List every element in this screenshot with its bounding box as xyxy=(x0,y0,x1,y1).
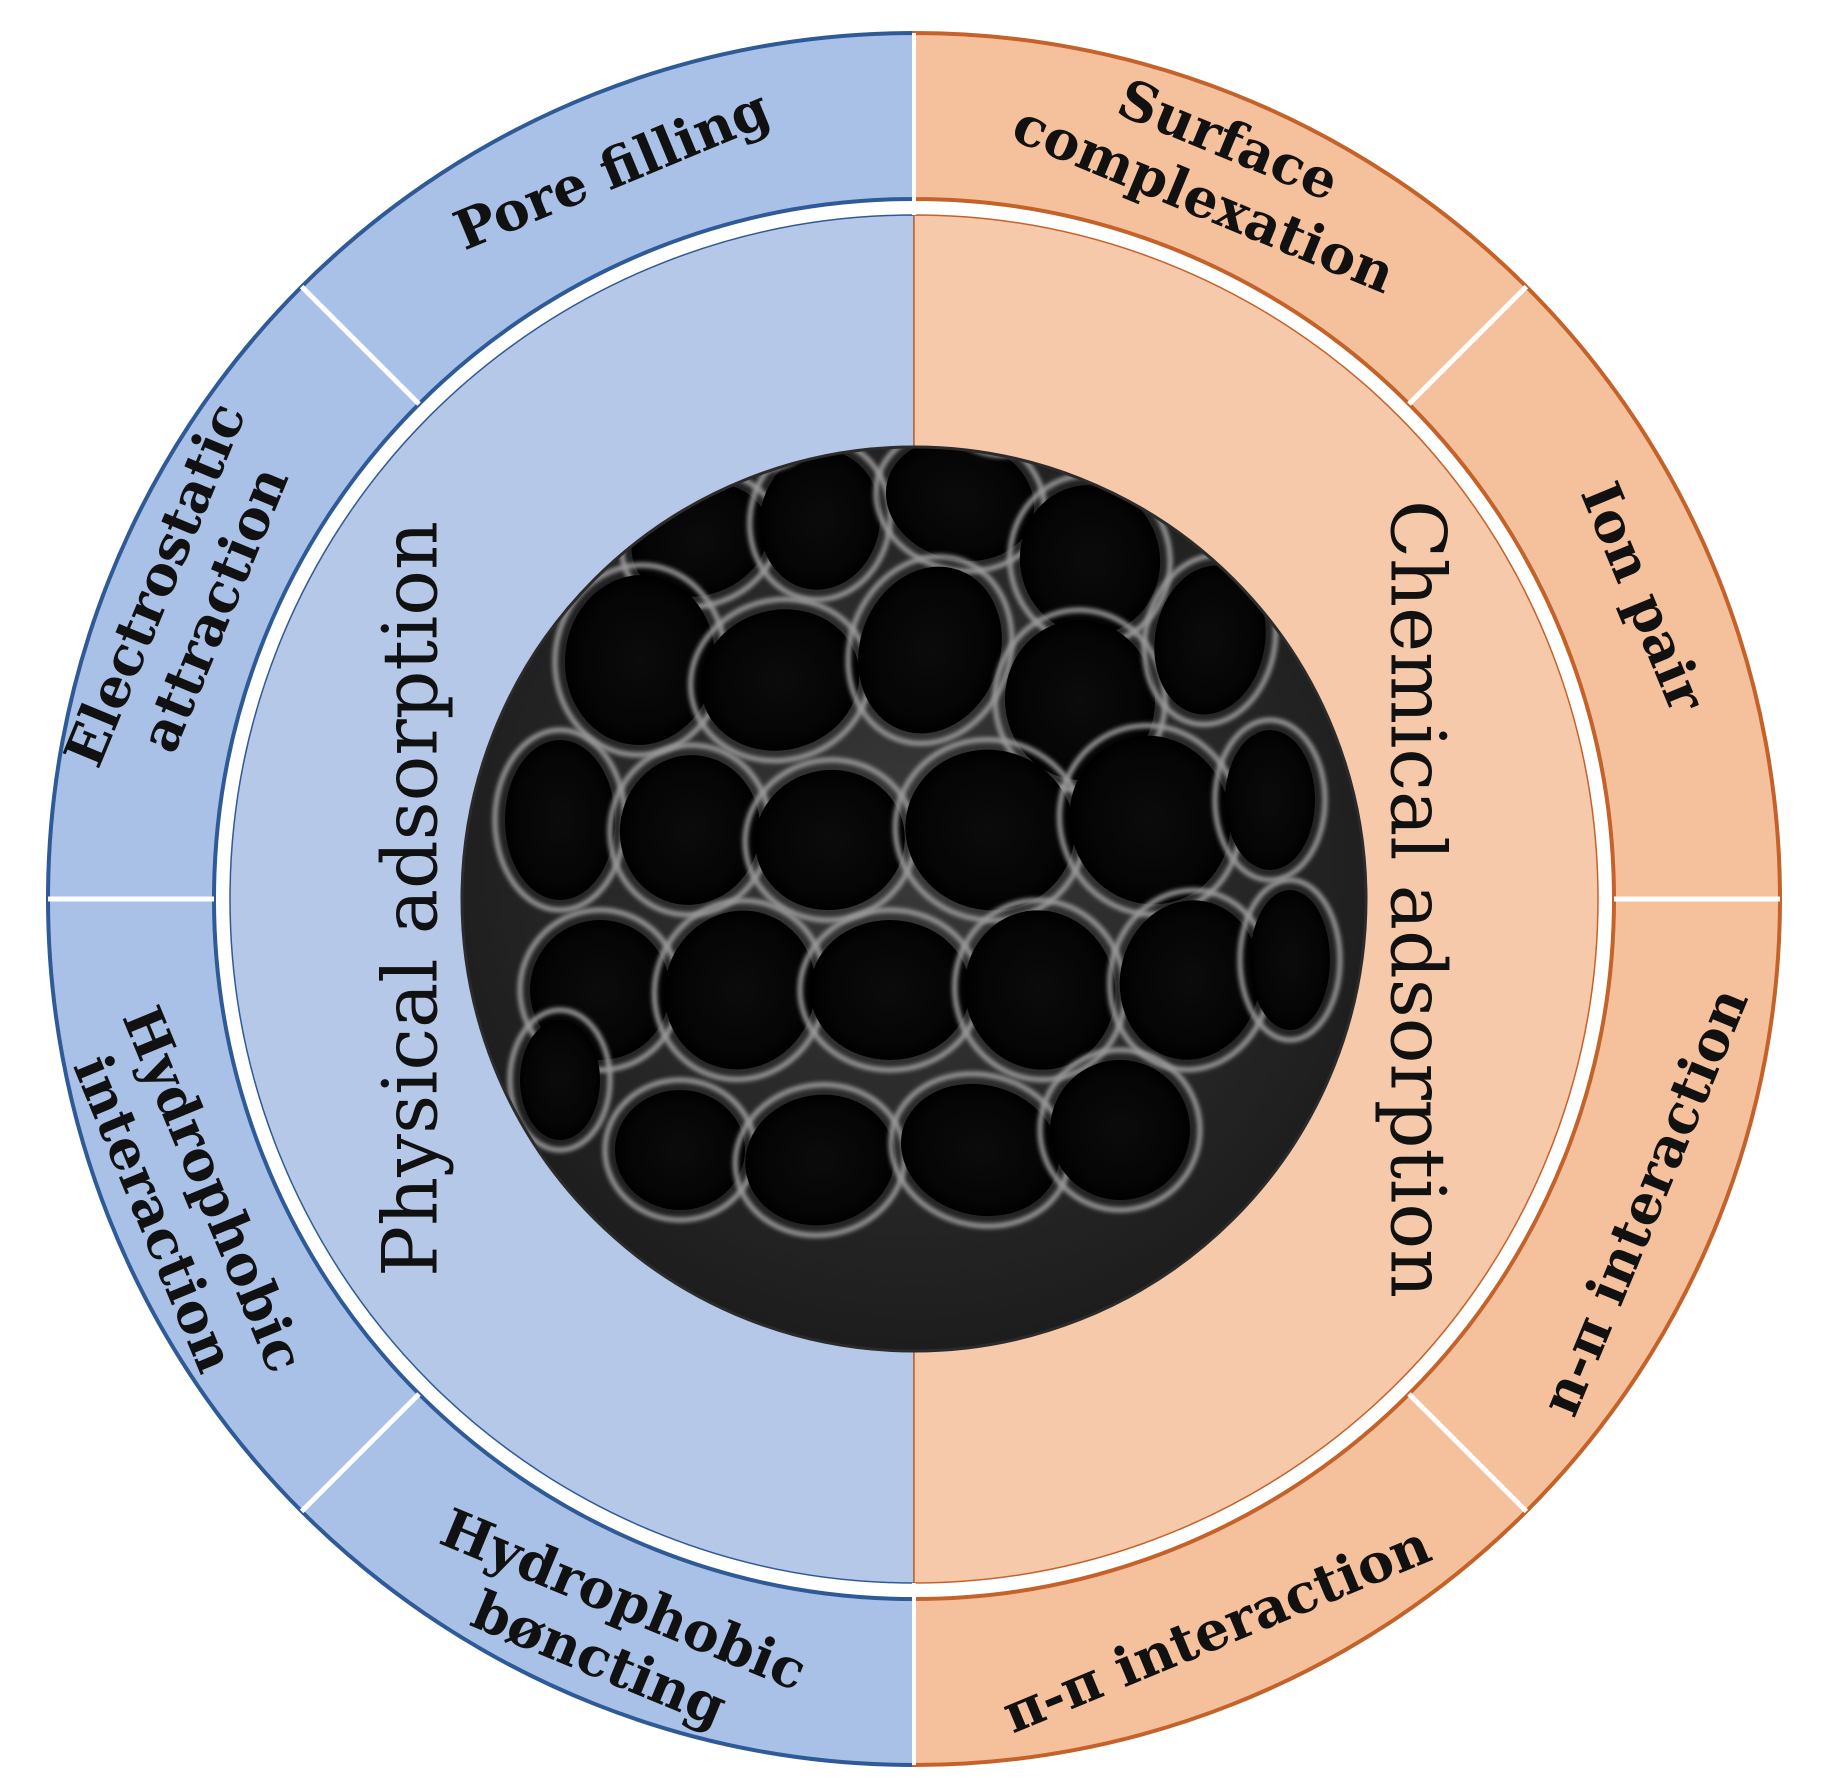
pore xyxy=(1019,485,1161,635)
pore xyxy=(1069,735,1231,905)
physical-adsorption-label: Physical adsorption xyxy=(366,521,455,1277)
pore xyxy=(619,755,761,905)
chemical-outer-ring xyxy=(912,30,1782,1768)
pore xyxy=(964,910,1116,1070)
porous-structure-micrograph xyxy=(460,445,1368,1353)
physical-outer-ring xyxy=(46,30,916,1768)
segment-divider xyxy=(1407,1392,1529,1514)
chemical-adsorption-label: Chemical adsorption xyxy=(1374,500,1463,1298)
pore-wall xyxy=(1212,717,1328,883)
pore xyxy=(1154,565,1266,715)
pore xyxy=(1119,900,1261,1060)
pore xyxy=(1225,730,1315,870)
pore xyxy=(759,450,881,590)
segment-dividers xyxy=(48,33,1780,1765)
pore xyxy=(520,1020,600,1140)
pore xyxy=(700,609,860,751)
segment-divider xyxy=(1407,284,1529,406)
pore xyxy=(505,740,615,900)
pore xyxy=(810,920,970,1060)
pore-wall xyxy=(1237,877,1343,1043)
pore xyxy=(1004,620,1156,780)
pore xyxy=(755,769,905,911)
pore xyxy=(885,447,1035,562)
pore xyxy=(905,749,1075,911)
pore-wall xyxy=(845,554,1015,746)
pore-wall xyxy=(1037,1047,1203,1213)
pore xyxy=(858,566,1002,734)
pore xyxy=(1050,1060,1190,1200)
pore xyxy=(1250,890,1330,1030)
pore xyxy=(615,1090,745,1210)
pore xyxy=(900,1083,1060,1217)
segment-divider xyxy=(299,1392,421,1514)
pore xyxy=(745,1094,895,1226)
pore-wall xyxy=(507,1007,613,1153)
segment-divider xyxy=(299,284,421,406)
pore xyxy=(564,575,716,745)
pore xyxy=(664,910,816,1070)
